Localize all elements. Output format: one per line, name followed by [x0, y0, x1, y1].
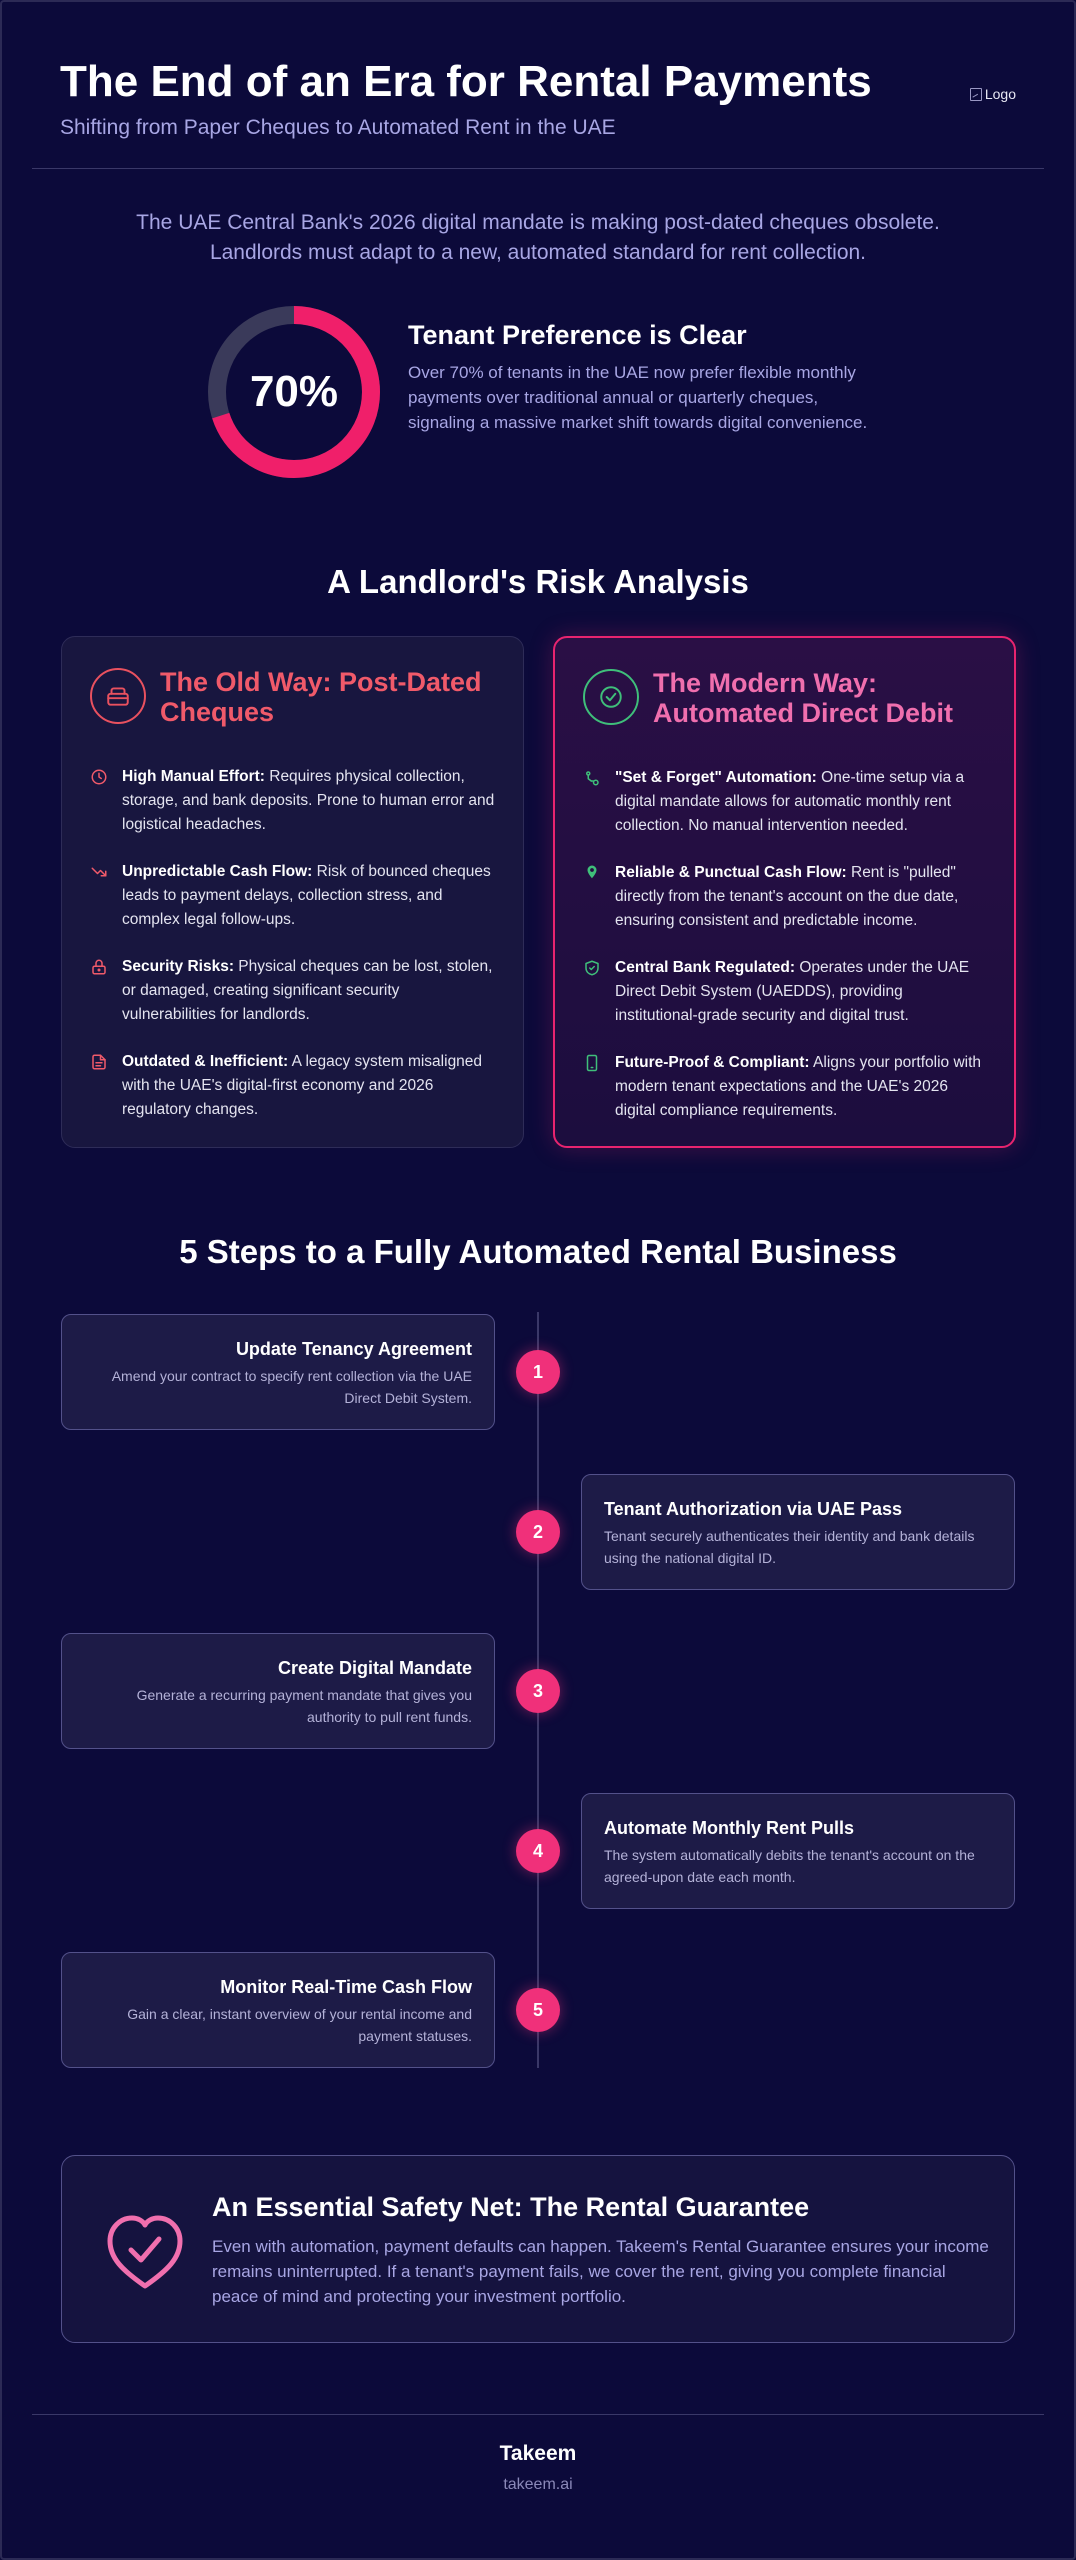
stat-value: 70%	[249, 367, 339, 416]
footer-brand: Takeem	[499, 2442, 577, 2465]
guarantee-description: Even with automation, payment defaults c…	[212, 2237, 989, 2306]
step-description: Gain a clear, instant overview of your r…	[127, 2006, 472, 2044]
steps-section-title: 5 Steps to a Fully Automated Rental Busi…	[179, 1233, 897, 1270]
step-number-badge: 2	[516, 1510, 560, 1554]
old-way-title: The Old Way: Post-Dated Cheques	[160, 667, 482, 727]
item-text: One-time setup via a digital mandate all…	[615, 769, 965, 834]
list-item: Central Bank Regulated: Operates under t…	[583, 956, 986, 1028]
item-text: Physical cheques can be lost, stolen, or…	[122, 958, 493, 1023]
item-label: Unpredictable Cash Flow:	[122, 863, 313, 880]
list-item: Outdated & Inefficient: A legacy system …	[90, 1050, 495, 1122]
step-description: Tenant securely authenticates their iden…	[604, 1528, 975, 1566]
modern-way-title: The Modern Way: Automated Direct Debit	[653, 668, 954, 728]
risk-section-title: A Landlord's Risk Analysis	[327, 563, 749, 600]
item-label: "Set & Forget" Automation:	[615, 769, 817, 786]
clock-icon	[91, 769, 107, 785]
item-text: Rent is "pulled" directly from the tenan…	[615, 864, 959, 929]
guarantee-title: An Essential Safety Net: The Rental Guar…	[212, 2192, 810, 2222]
list-item: Future-Proof & Compliant: Aligns your po…	[583, 1051, 986, 1123]
donut-chart	[208, 306, 380, 478]
step-description: Amend your contract to specify rent coll…	[111, 1368, 472, 1406]
smartphone-icon	[586, 1054, 598, 1072]
shield-check-icon	[107, 2215, 183, 2289]
rental-guarantee-card: An Essential Safety Net: The Rental Guar…	[61, 2155, 1015, 2343]
step-title: Monitor Real-Time Cash Flow	[220, 1977, 472, 1997]
step-number-badge: 3	[516, 1669, 560, 1713]
item-text: A legacy system misaligned with the UAE'…	[122, 1053, 483, 1118]
item-label: High Manual Effort:	[122, 768, 265, 785]
step-number-badge: 4	[516, 1829, 560, 1873]
old-way-card: The Old Way: Post-Dated Cheques High Man…	[61, 636, 524, 1148]
item-label: Reliable & Punctual Cash Flow:	[615, 864, 847, 881]
footer-divider	[32, 2414, 1044, 2415]
wallet-icon	[90, 668, 146, 724]
item-label: Security Risks:	[122, 958, 234, 975]
step-title: Update Tenancy Agreement	[235, 1339, 472, 1359]
item-text: Operates under the UAE Direct Debit Syst…	[615, 959, 970, 1024]
step-card: Monitor Real-Time Cash Flow Gain a clear…	[61, 1952, 495, 2068]
step-number-badge: 5	[516, 1988, 560, 2032]
step-title: Create Digital Mandate	[277, 1658, 472, 1678]
step-description: Generate a recurring payment mandate tha…	[136, 1687, 472, 1725]
donut-progress-arc	[208, 306, 380, 478]
step-card: Create Digital Mandate Generate a recurr…	[61, 1633, 495, 1749]
automation-icon	[586, 771, 599, 786]
item-text: Aligns your portfolio with modern tenant…	[615, 1054, 982, 1119]
list-item: Reliable & Punctual Cash Flow: Rent is "…	[583, 861, 986, 933]
step-description: The system automatically debits the tena…	[604, 1847, 975, 1885]
list-item: Unpredictable Cash Flow: Risk of bounced…	[90, 860, 495, 932]
list-item: "Set & Forget" Automation: One-time setu…	[583, 766, 986, 838]
intro-text: The UAE Central Bank's 2026 digital mand…	[136, 211, 940, 264]
step-number-badge: 1	[516, 1350, 560, 1394]
logo-alt-text: Logo	[984, 86, 1016, 102]
header: The End of an Era for Rental Payments Sh…	[60, 56, 1016, 142]
list-item: Security Risks: Physical cheques can be …	[90, 955, 495, 1027]
item-label: Future-Proof & Compliant:	[615, 1054, 810, 1071]
stat-title: Tenant Preference is Clear	[408, 320, 747, 350]
check-circle-icon	[583, 669, 639, 725]
item-text: Risk of bounced cheques leads to payment…	[122, 863, 491, 928]
lock-icon	[92, 959, 106, 975]
stat-description: Over 70% of tenants in the UAE now prefe…	[408, 363, 868, 432]
document-icon	[92, 1054, 106, 1070]
item-label: Outdated & Inefficient:	[122, 1053, 289, 1070]
step-card: Automate Monthly Rent Pulls The system a…	[581, 1793, 1015, 1909]
item-label: Central Bank Regulated:	[615, 959, 796, 976]
shield-check-icon	[585, 960, 599, 976]
header-divider	[32, 168, 1044, 169]
logo: Logo	[969, 86, 1016, 102]
modern-way-card: The Modern Way: Automated Direct Debit "…	[553, 636, 1016, 1148]
item-text: Requires physical collection, storage, a…	[122, 768, 495, 833]
page-subtitle: Shifting from Paper Cheques to Automated…	[60, 116, 616, 139]
location-pin-icon	[587, 865, 597, 879]
step-title: Tenant Authorization via UAE Pass	[604, 1499, 903, 1519]
broken-image-icon	[969, 87, 982, 101]
page-title: The End of an Era for Rental Payments	[60, 57, 872, 106]
step-title: Automate Monthly Rent Pulls	[604, 1818, 855, 1838]
trending-down-icon	[91, 867, 107, 877]
step-card: Tenant Authorization via UAE Pass Tenant…	[581, 1474, 1015, 1590]
step-card: Update Tenancy Agreement Amend your cont…	[61, 1314, 495, 1430]
list-item: High Manual Effort: Requires physical co…	[90, 765, 495, 837]
footer-link[interactable]: takeem.ai	[503, 2476, 573, 2493]
tenant-preference-stat: 70% Tenant Preference is Clear Over 70% …	[206, 304, 906, 480]
